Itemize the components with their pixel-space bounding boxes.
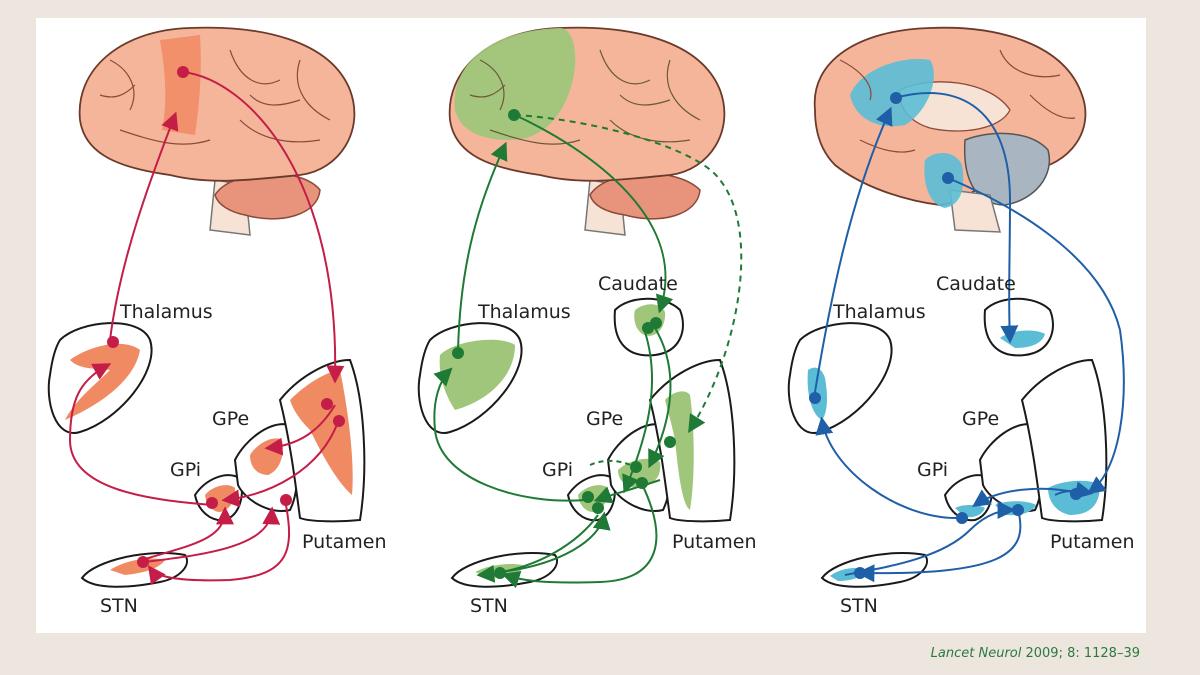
citation-journal: Lancet Neurol: [930, 646, 1022, 661]
limbic-nodes: [809, 92, 1082, 579]
limbic-pathways: [813, 92, 1125, 583]
putamen-outline-associative: [648, 358, 736, 523]
label-gpi-limbic: GPi: [917, 459, 948, 481]
citation-details: 2009; 8: 1128–39: [1021, 646, 1140, 661]
label-caudate-limbic: Caudate: [936, 273, 1016, 295]
thalamus-outline-limbic: [787, 322, 893, 435]
label-stn-associative: STN: [470, 595, 508, 617]
label-stn-motor: STN: [100, 595, 138, 617]
brain-lateral-view-associative: [448, 26, 726, 236]
label-putamen-associative: Putamen: [672, 531, 757, 553]
associative-nodes: [452, 109, 676, 579]
label-gpi-motor: GPi: [170, 459, 201, 481]
thalamus-outline-motor: [47, 322, 153, 435]
label-caudate-associative: Caudate: [598, 273, 678, 295]
label-stn-limbic: STN: [840, 595, 878, 617]
label-putamen-limbic: Putamen: [1050, 531, 1135, 553]
limbic-circuit-panel: Caudate Thalamus GPe GPi Putamen STN: [787, 26, 1135, 617]
label-thalamus-motor: Thalamus: [119, 301, 213, 323]
label-thalamus-associative: Thalamus: [477, 301, 571, 323]
motor-nodes: [107, 66, 345, 568]
label-putamen-motor: Putamen: [302, 531, 387, 553]
label-gpi-associative: GPi: [542, 459, 573, 481]
associative-circuit-panel: Caudate Thalamus GPe GPi Putamen STN: [417, 26, 757, 617]
basal-ganglia-circuits-diagram: Thalamus GPe GPi Putamen STN: [47, 26, 1135, 617]
brain-medial-view-limbic: [813, 26, 1087, 233]
motor-circuit-panel: Thalamus GPe GPi Putamen STN: [47, 26, 387, 617]
label-gpe-limbic: GPe: [962, 408, 999, 430]
motor-pathways: [68, 71, 345, 585]
label-gpe-associative: GPe: [586, 408, 623, 430]
citation: Lancet Neurol 2009; 8: 1128–39: [931, 646, 1140, 661]
brain-lateral-view-motor: [78, 26, 356, 236]
caudate-outline-limbic: [983, 297, 1054, 357]
label-gpe-motor: GPe: [212, 408, 249, 430]
putamen-outline-motor: [278, 358, 366, 523]
label-thalamus-limbic: Thalamus: [832, 301, 926, 323]
